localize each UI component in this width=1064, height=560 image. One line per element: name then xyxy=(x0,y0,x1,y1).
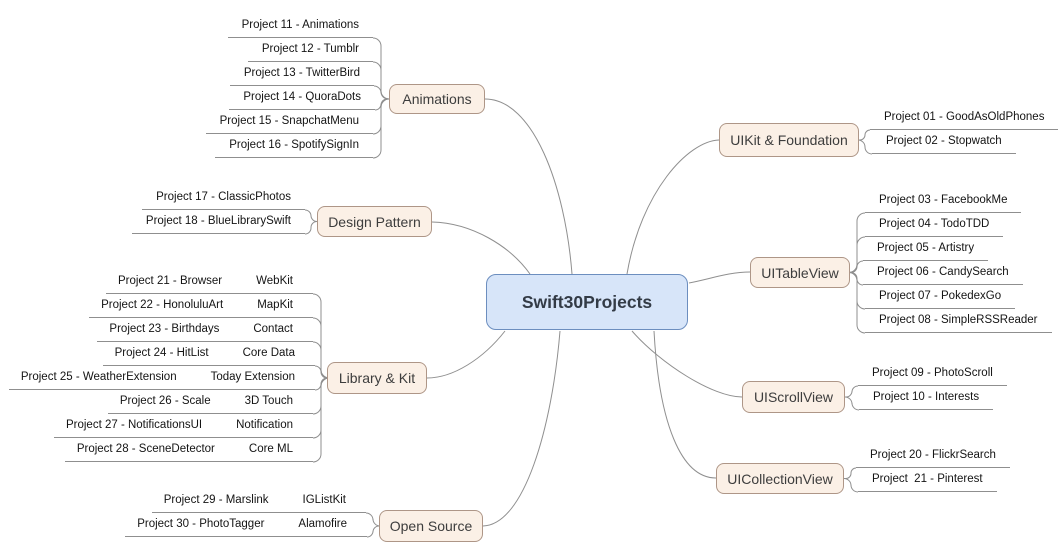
leaf-project-07-pokedexgo[interactable]: Project 07 - PokedexGo xyxy=(865,287,1016,309)
leaf-label: Project 07 - PokedexGo xyxy=(879,290,1002,302)
leaf-label: Project 01 - GoodAsOldPhones xyxy=(884,111,1045,123)
leaf-label: Project 11 - Animations xyxy=(241,19,359,31)
leaf-kit-label: Core Data xyxy=(242,347,295,359)
leaf-label: Project 02 - Stopwatch xyxy=(886,135,1002,147)
leaf-label: Project 23 - Birthdays xyxy=(109,323,220,335)
leaf-label: Project 26 - Scale xyxy=(119,395,211,407)
leaf-label: Project 22 - HonoluluArt xyxy=(101,299,224,311)
category-node-uicollectionview[interactable]: UICollectionView xyxy=(716,463,844,494)
leaf-label: Project 21 - Browser xyxy=(117,275,223,287)
leaf-kit-label: Alamofire xyxy=(298,518,347,530)
leaf-project-29-marslink[interactable]: Project 29 - Marslink IGListKit xyxy=(151,491,366,513)
leaf-project-24-hitlist[interactable]: Project 24 - HitList Core Data xyxy=(102,344,315,366)
leaf-label: Project 18 - BlueLibrarySwift xyxy=(145,215,291,227)
leaf-project-21-browser[interactable]: Project 21 - Browser WebKit xyxy=(105,272,313,294)
category-node-uikit-foundation[interactable]: UIKit & Foundation xyxy=(719,123,859,157)
leaf-kit-label: 3D Touch xyxy=(244,395,293,407)
category-node-animations[interactable]: Animations xyxy=(389,84,485,114)
leaf-label: Project 29 - Marslink xyxy=(163,494,269,506)
leaf-label: Project 06 - CandySearch xyxy=(877,266,1009,278)
category-node-library-kit[interactable]: Library & Kit xyxy=(327,362,427,394)
leaf-label: Project 03 - FacebookMe xyxy=(879,194,1008,206)
category-node-design-pattern[interactable]: Design Pattern xyxy=(317,206,432,237)
leaf-project-10-interests[interactable]: Project 10 - Interests xyxy=(859,388,994,410)
leaf-kit-label: IGListKit xyxy=(302,494,346,506)
center-node-swift30projects[interactable]: Swift30Projects xyxy=(486,274,688,330)
leaf-project-13-twitterbird[interactable]: Project 13 - TwitterBird xyxy=(229,64,374,86)
leaf-kit-label: Contact xyxy=(253,323,293,335)
leaf-kit-label: MapKit xyxy=(257,299,293,311)
leaf-label: Project 05 - Artistry xyxy=(877,242,975,254)
leaf-project-20-flickrsearch[interactable]: Project 20 - FlickrSearch xyxy=(856,446,1010,468)
leaf-label: Project 25 - WeatherExtension xyxy=(20,371,177,383)
leaf-project-17-classicphotos[interactable]: Project 17 - ClassicPhotos xyxy=(142,188,305,210)
leaf-project-22-honoluluart[interactable]: Project 22 - HonoluluArt MapKit xyxy=(89,296,313,318)
leaf-kit-label: Today Extension xyxy=(210,371,295,383)
leaf-label: Project 30 - PhotoTagger xyxy=(137,518,265,530)
leaf-project-28-scenedetector[interactable]: Project 28 - SceneDetector Core ML xyxy=(64,440,313,462)
leaf-kit-label: WebKit xyxy=(256,275,293,287)
leaf-label: Project 28 - SceneDetector xyxy=(76,443,215,455)
leaf-project-21-pinterest[interactable]: Project 21 - Pinterest xyxy=(858,470,997,492)
leaf-label: Project 14 - QuoraDots xyxy=(243,91,361,103)
leaf-project-08-simplerssreader[interactable]: Project 08 - SimpleRSSReader xyxy=(865,311,1052,333)
leaf-project-27-notificationsui[interactable]: Project 27 - NotificationsUI Notification xyxy=(53,416,313,438)
leaf-label: Project 27 - NotificationsUI xyxy=(65,419,203,431)
leaf-project-03-facebookme[interactable]: Project 03 - FacebookMe xyxy=(865,191,1022,213)
leaf-label: Project 17 - ClassicPhotos xyxy=(156,191,291,203)
leaf-project-11-animations[interactable]: Project 11 - Animations xyxy=(227,16,373,38)
leaf-project-14-quoradots[interactable]: Project 14 - QuoraDots xyxy=(229,88,375,110)
category-node-open-source[interactable]: Open Source xyxy=(379,510,483,542)
leaf-label: Project 04 - TodoTDD xyxy=(879,218,990,230)
leaf-project-12-tumblr[interactable]: Project 12 - Tumblr xyxy=(247,40,373,62)
leaf-label: Project 15 - SnapchatMenu xyxy=(219,115,359,127)
leaf-label: Project 13 - TwitterBird xyxy=(243,67,360,79)
leaf-project-02-stopwatch[interactable]: Project 02 - Stopwatch xyxy=(872,132,1016,154)
leaf-label: Project 09 - PhotoScroll xyxy=(872,367,993,379)
leaf-project-05-artistry[interactable]: Project 05 - Artistry xyxy=(863,239,989,261)
leaf-project-15-snapchatmenu[interactable]: Project 15 - SnapchatMenu xyxy=(205,112,373,134)
leaf-project-23-birthdays[interactable]: Project 23 - Birthdays Contact xyxy=(97,320,313,342)
leaf-label: Project 24 - HitList xyxy=(114,347,209,359)
category-node-uiscrollview[interactable]: UIScrollView xyxy=(742,381,845,413)
leaf-project-04-todotdd[interactable]: Project 04 - TodoTDD xyxy=(865,215,1004,237)
leaf-label: Project 08 - SimpleRSSReader xyxy=(879,314,1038,326)
category-node-uitableview[interactable]: UITableView xyxy=(750,257,850,288)
leaf-label: Project 12 - Tumblr xyxy=(261,43,359,55)
leaf-kit-label: Core ML xyxy=(248,443,293,455)
leaf-label: Project 20 - FlickrSearch xyxy=(870,449,996,461)
leaf-project-26-scale[interactable]: Project 26 - Scale 3D Touch xyxy=(107,392,313,414)
leaf-label: Project 10 - Interests xyxy=(873,391,980,403)
leaf-project-18-bluelibraryswift[interactable]: Project 18 - BlueLibrarySwift xyxy=(131,212,305,234)
leaf-project-06-candysearch[interactable]: Project 06 - CandySearch xyxy=(863,263,1023,285)
leaf-project-09-photoscroll[interactable]: Project 09 - PhotoScroll xyxy=(858,364,1007,386)
leaf-project-01-goodasoldphones[interactable]: Project 01 - GoodAsOldPhones xyxy=(870,108,1059,130)
leaf-project-30-phototagger[interactable]: Project 30 - PhotoTagger Alamofire xyxy=(125,515,367,537)
leaf-kit-label: Notification xyxy=(236,419,293,431)
leaf-project-16-spotifysignin[interactable]: Project 16 - SpotifySignIn xyxy=(215,136,373,158)
leaf-label: Project 21 - Pinterest xyxy=(872,473,983,485)
leaf-label: Project 16 - SpotifySignIn xyxy=(229,139,359,151)
leaf-project-25-weatherextension[interactable]: Project 25 - WeatherExtension Today Exten… xyxy=(8,368,315,390)
